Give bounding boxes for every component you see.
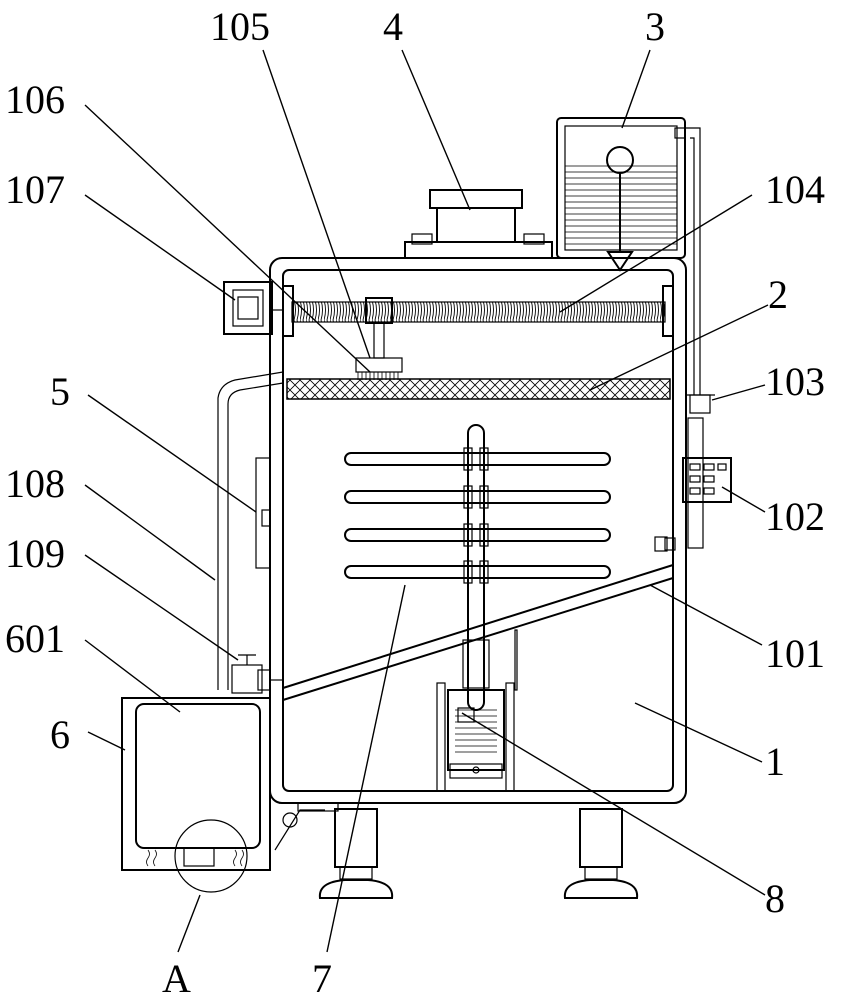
label-6: 6 <box>50 712 70 757</box>
stirrer <box>344 424 611 711</box>
label-105: 105 <box>210 4 270 49</box>
label-107: 107 <box>5 167 65 212</box>
label-8: 8 <box>765 876 785 921</box>
label-108: 108 <box>5 461 65 506</box>
collection-box <box>121 697 271 893</box>
label-104: 104 <box>765 167 825 212</box>
label-102: 102 <box>765 494 825 539</box>
label-601: 601 <box>5 616 65 661</box>
reference-labels: 105 4 3 106 107 104 2 5 103 108 102 109 … <box>5 4 825 1000</box>
label-A: A <box>162 956 191 1000</box>
label-7: 7 <box>312 956 332 1000</box>
support-legs <box>274 802 639 899</box>
top-motor <box>404 189 553 259</box>
inclined-plate <box>282 564 674 701</box>
label-109: 109 <box>5 531 65 576</box>
label-5: 5 <box>50 369 70 414</box>
control-panel <box>654 417 732 552</box>
label-103: 103 <box>765 359 825 404</box>
screw-rod <box>282 285 674 380</box>
label-4: 4 <box>383 4 403 49</box>
label-3: 3 <box>645 4 665 49</box>
label-106: 106 <box>5 77 65 122</box>
side-pipe <box>685 127 715 414</box>
filter-screen <box>286 378 671 400</box>
side-motor <box>223 281 283 335</box>
label-2: 2 <box>768 272 788 317</box>
bottom-motor <box>436 629 518 792</box>
main-tank <box>269 257 687 804</box>
drain-valve <box>231 654 283 694</box>
label-101: 101 <box>765 631 825 676</box>
return-pipe <box>217 371 284 690</box>
leader-lines <box>84 49 769 953</box>
liquid-tank <box>556 117 686 272</box>
label-1: 1 <box>765 739 785 784</box>
